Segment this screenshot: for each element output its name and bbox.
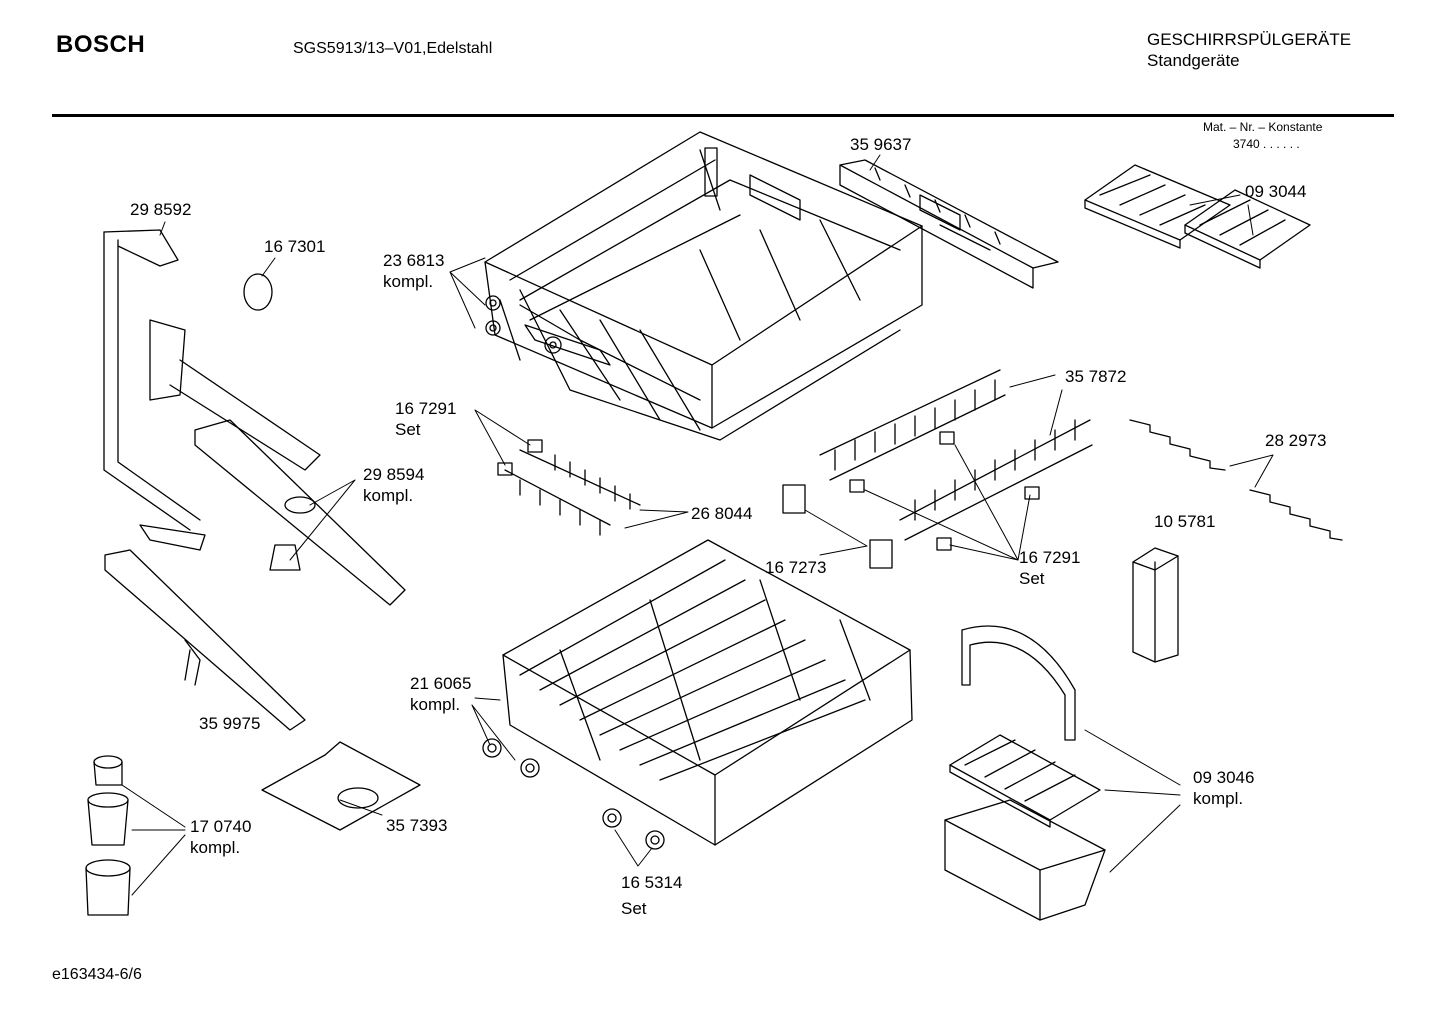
part-label-167273: 16 7273 [765,558,827,577]
tine-rows-drawing [505,370,1092,540]
category-title: GESCHIRRSPÜLGERÄTE [1147,30,1352,49]
mat-nr-value: 3740 . . . . . . [1233,137,1300,151]
part-label-359637: 35 9637 [850,135,912,154]
spray-tube-drawing [104,230,205,550]
cup-rack-stairs-drawing [1130,420,1342,540]
part-label-357872: 35 7872 [1065,367,1127,386]
rack-insert-drawing [840,160,1058,288]
category-subtitle: Standgeräte [1147,51,1240,70]
document-id: e163434-6/6 [52,966,142,983]
cover-plate-drawing [262,742,420,830]
part-label-093044: 09 3044 [1245,182,1307,201]
model-title: SGS5913/13–V01,Edelstahl [293,40,493,57]
part-label-298592: 29 8592 [130,200,192,219]
lower-basket-drawing [483,540,912,849]
cutlery-holder-drawing [1133,548,1178,662]
part-label-167301: 16 7301 [264,237,326,256]
part-label-357393: 35 7393 [386,816,448,835]
upper-basket-drawing [485,132,922,440]
brand-logo: BOSCH [56,31,146,58]
part-label-268044: 26 8044 [691,504,753,523]
filter-drawing [86,756,130,915]
part-label-105781: 10 5781 [1154,512,1216,531]
cup-shelf-drawing [1085,165,1310,268]
mat-nr-label: Mat. – Nr. – Konstante [1203,120,1323,134]
cutlery-basket-drawing [945,626,1105,920]
header-divider [52,114,1394,117]
clips-drawing [498,432,1039,568]
spray-arm-drawing [105,274,405,730]
part-label-282973: 28 2973 [1265,431,1327,450]
part-label-359975: 35 9975 [199,714,261,733]
leader-lines [122,155,1273,895]
